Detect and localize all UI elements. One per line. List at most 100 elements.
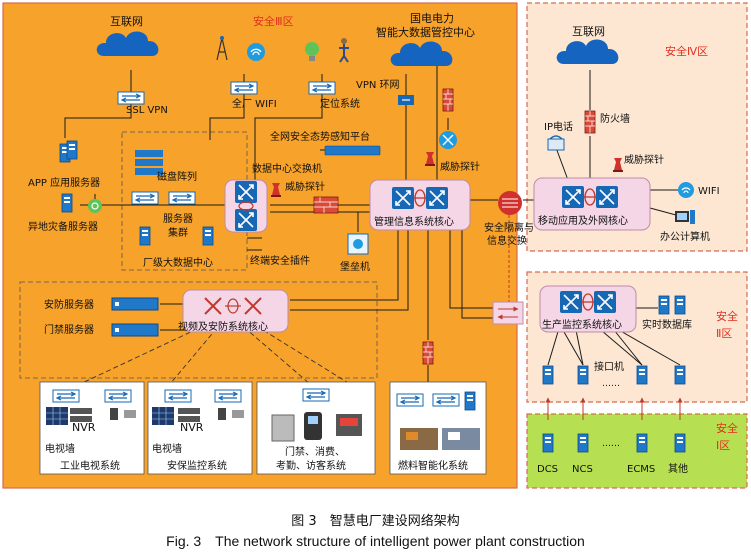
vpn-hub-icon — [439, 131, 457, 149]
fuel-trucks-icon — [400, 428, 480, 450]
security-monitor-label: 安保监控系统 — [167, 459, 227, 472]
bastion-icon — [347, 233, 369, 255]
camera-icons-2 — [218, 408, 244, 420]
isolation-ii-arrows — [492, 301, 524, 325]
zone4-firewall-icon — [584, 110, 596, 134]
prod-core-switch-pair — [560, 291, 616, 313]
access-system-switch-icon — [302, 388, 330, 402]
prod-core-label: 生产监控系统核心 — [542, 318, 622, 331]
zone2-label-1: 安全 — [716, 309, 738, 323]
industrial-tv-label: 工业电视系统 — [60, 459, 120, 472]
grid-center-label-2: 智能大数据管控中心 — [376, 25, 475, 39]
tv-wall-2-icon — [152, 407, 174, 425]
rt-db-label: 实时数据库 — [642, 318, 692, 331]
dc-switch-icon-2 — [234, 208, 258, 232]
fuel-system-label: 燃料智能化系统 — [398, 459, 468, 472]
plant-wifi-switch-icon — [230, 81, 258, 95]
video-core-switch-pair — [204, 297, 262, 315]
dcs-label: DCS — [537, 464, 558, 475]
access-server-label: 门禁服务器 — [44, 323, 94, 336]
ncs-label: NCS — [572, 464, 593, 475]
security-monitor-switch-icon-2 — [214, 389, 242, 403]
zone2-label-2: Ⅱ区 — [716, 327, 732, 340]
zone4-label: 安全Ⅳ区 — [665, 44, 708, 58]
ip-phone-label: IP电话 — [544, 120, 573, 133]
fuel-switch-icon-2 — [432, 393, 460, 407]
wifi-antenna-icon — [216, 36, 228, 61]
situational-device-icon — [324, 145, 381, 156]
positioning-label: 定位系统 — [320, 97, 360, 110]
industrial-tv-switch-icon — [52, 389, 80, 403]
dc-switch-label: 数据中心交换机 — [252, 162, 322, 175]
disaster-server-label: 异地灾备服务器 — [28, 220, 98, 233]
app-server-icon-2 — [66, 140, 78, 160]
recycle-link-icon — [88, 199, 102, 213]
zone1-label-1: 安全 — [716, 421, 738, 435]
network-architecture-diagram: 安全Ⅲ区 安全Ⅳ区 安全 Ⅱ区 安全 Ⅰ区 — [2, 2, 748, 489]
camera-icons-1 — [110, 408, 136, 420]
threat-probe-1-label: 威胁探针 — [285, 180, 325, 193]
tv-wall-1-label: 电视墙 — [45, 442, 75, 455]
access-server-light — [115, 328, 119, 332]
dc-firewall-icon — [313, 196, 339, 214]
video-security-group — [19, 281, 378, 379]
mgmt-core-label: 管理信息系统核心 — [374, 215, 454, 228]
access-server-icon — [111, 323, 159, 337]
cluster-server-icon-2 — [202, 226, 214, 246]
zone1-label-2: Ⅰ区 — [716, 439, 730, 452]
tv-wall-1-icon — [46, 407, 68, 425]
access-system-label-2: 考勤、访客系统 — [276, 459, 346, 472]
ip-phone-icon — [547, 135, 565, 151]
fuel-server-icon — [464, 391, 476, 411]
nvr-2-icon — [178, 408, 200, 422]
security-server-label: 安防服务器 — [44, 298, 94, 311]
nvr-2-label: NVR — [180, 421, 204, 434]
bastion-label: 堡垒机 — [340, 260, 370, 273]
mobile-core-label: 移动应用及外网核心 — [538, 214, 628, 227]
disaster-server-icon — [61, 193, 73, 213]
wifi-signal-icon — [247, 43, 265, 61]
dc-switch-icon-1 — [234, 180, 258, 204]
connection-lines — [64, 52, 681, 382]
endpoint-plugin-label: 终端安全插件 — [250, 254, 310, 267]
isolation-label-2: 信息交换 — [487, 234, 527, 247]
isolation-label-1: 安全隔离与 — [484, 221, 534, 234]
ecms-label: ECMS — [627, 464, 655, 475]
internet-left-label: 互联网 — [110, 15, 143, 28]
app-server-label: APP 应用服务器 — [28, 176, 100, 189]
vpn-router-icon — [398, 95, 414, 105]
cluster-server-icon-1 — [139, 226, 151, 246]
figure-caption-en: Fig. 3 The network structure of intellig… — [166, 533, 585, 549]
office-pc-icon — [675, 210, 695, 224]
office-pc-label: 办公计算机 — [660, 230, 710, 243]
other-label: 其他 — [668, 462, 688, 475]
security-server-icon — [111, 297, 159, 311]
fuel-switch-icon — [396, 393, 424, 407]
video-core-label: 视频及安防系统核心 — [178, 320, 268, 333]
positioning-switch-icon — [308, 81, 336, 95]
server-cluster-label-2: 集群 — [168, 226, 188, 239]
nvr-1-label: NVR — [72, 421, 96, 434]
mobile-core-switch-pair — [562, 186, 618, 208]
access-devices-icon — [271, 412, 362, 442]
ssl-vpn-label: SSL VPN — [126, 105, 168, 116]
plant-wifi-label: 全厂 WIFI — [232, 97, 277, 110]
big-data-label: 厂级大数据中心 — [143, 256, 213, 269]
disk-array-label: 磁盘阵列 — [157, 170, 197, 183]
mgmt-core-switch-pair — [392, 187, 448, 209]
interface-machine-label: 接口机 — [594, 360, 624, 373]
figure-caption-cn: 图 3 智慧电厂建设网络架构 — [291, 514, 460, 529]
location-person-icon — [339, 38, 349, 63]
location-bulb-icon — [305, 42, 319, 61]
grid-center-label-1: 国电电力 — [410, 12, 454, 25]
dots-1-label: …… — [602, 379, 620, 389]
server-cluster-label-1: 服务器 — [163, 212, 193, 225]
video-core-box — [182, 289, 289, 333]
dc-switch-ring — [238, 201, 254, 211]
firewall-label: 防火墙 — [600, 112, 630, 125]
industrial-tv-switch-icon-2 — [104, 389, 132, 403]
fuel-firewall-icon — [422, 341, 434, 365]
vpn-firewall-icon — [442, 88, 454, 112]
security-monitor-switch-icon — [164, 389, 192, 403]
zone3-label: 安全Ⅲ区 — [253, 14, 294, 28]
